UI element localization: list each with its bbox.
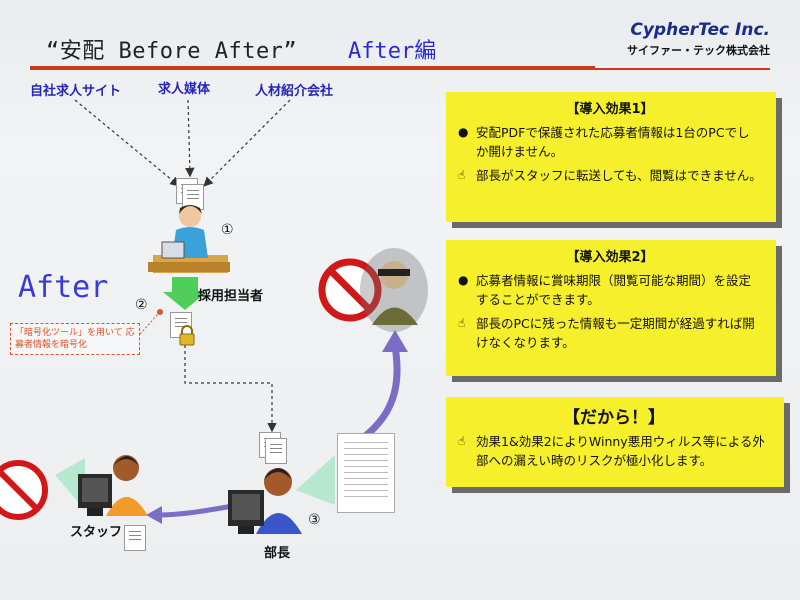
slide-subtitle: After編 bbox=[348, 39, 437, 64]
document-icon bbox=[124, 525, 146, 551]
slide-title: “安配 Before After” bbox=[46, 39, 298, 64]
recruiter-person-icon bbox=[148, 205, 230, 273]
company-name-jp: サイファー・テック株式会社 bbox=[627, 44, 770, 57]
header-divider-thin bbox=[595, 68, 770, 70]
source-job-media: 求人媒体 bbox=[158, 82, 211, 97]
effect-1-line-1: 安配PDFで保護された応募者情報は1台のPCでしか開けません。 bbox=[476, 125, 750, 159]
effect-box-1: 【導入効果1】 ● 安配PDFで保護された応募者情報は1台のPCでしか開けません。… bbox=[446, 92, 776, 222]
step-number-3: ③ bbox=[308, 512, 321, 528]
screen-beam-manager bbox=[296, 455, 335, 505]
effect-1-line-2: 部長がスタッフに転送しても、閲覧はできません。 bbox=[476, 168, 762, 183]
lock-icon bbox=[179, 325, 195, 346]
manager-label: 部長 bbox=[264, 546, 291, 561]
company-logo: CypherTec Inc. bbox=[630, 20, 770, 40]
conclusion-line: 効果1&効果2によりWinny悪用ウィルス等による外部への漏えい時のリスクが極小… bbox=[476, 434, 765, 468]
callout-dot bbox=[157, 309, 163, 315]
prohibit-icon bbox=[0, 460, 48, 520]
header-divider bbox=[30, 66, 595, 70]
prohibit-icon bbox=[318, 258, 382, 322]
encrypt-callout: 「暗号化ツール」を用いて 応募者情報を暗号化 bbox=[10, 323, 140, 355]
flow-line-source1 bbox=[74, 99, 180, 187]
manager-person-icon bbox=[228, 468, 302, 534]
screen-beam-staff bbox=[55, 458, 85, 510]
recruiter-label: 採用担当者 bbox=[198, 289, 264, 304]
callout-connector bbox=[139, 311, 161, 335]
bullet-icon: ● bbox=[458, 273, 469, 287]
thief-icon bbox=[360, 248, 428, 332]
flow-line-to-manager bbox=[184, 345, 277, 433]
source-agency: 人材紹介会社 bbox=[255, 84, 334, 99]
step-number-1: ① bbox=[221, 222, 234, 238]
effect-box-2: 【導入効果2】 ● 応募者情報に賞味期限（閲覧可能な期間）を設定することができます… bbox=[446, 240, 776, 376]
staff-label: スタッフ bbox=[70, 525, 123, 540]
effect-2-heading: 【導入効果2】 bbox=[566, 250, 654, 265]
encrypt-arrow bbox=[163, 277, 207, 310]
effect-2-line-1: 応募者情報に賞味期限（閲覧可能な期間）を設定することができます。 bbox=[476, 273, 752, 307]
bullet-icon: ● bbox=[458, 125, 469, 139]
pointing-hand-icon: ☝ bbox=[458, 316, 466, 330]
pointing-hand-icon: ☝ bbox=[458, 168, 466, 182]
source-company-site: 自社求人サイト bbox=[30, 84, 122, 99]
flow-line-source3 bbox=[203, 99, 291, 187]
effect-2-line-2: 部長のPCに残った情報も一定期間が経過すれば開けなくなります。 bbox=[476, 316, 755, 350]
flow-line-source2 bbox=[185, 99, 195, 178]
effect-1-heading: 【導入効果1】 bbox=[566, 102, 654, 117]
after-label: After bbox=[18, 270, 109, 305]
resume-document bbox=[337, 433, 395, 513]
forward-arrow bbox=[157, 502, 239, 518]
document-icon bbox=[265, 438, 287, 464]
step-number-2: ② bbox=[135, 297, 148, 313]
staff-person-icon bbox=[78, 455, 148, 516]
conclusion-box: 【だから！】 ☝ 効果1&効果2によりWinny悪用ウィルス等による外部への漏えい… bbox=[446, 397, 784, 487]
conclusion-heading: 【だから！】 bbox=[563, 408, 665, 428]
pointing-hand-icon: ☝ bbox=[458, 434, 466, 448]
